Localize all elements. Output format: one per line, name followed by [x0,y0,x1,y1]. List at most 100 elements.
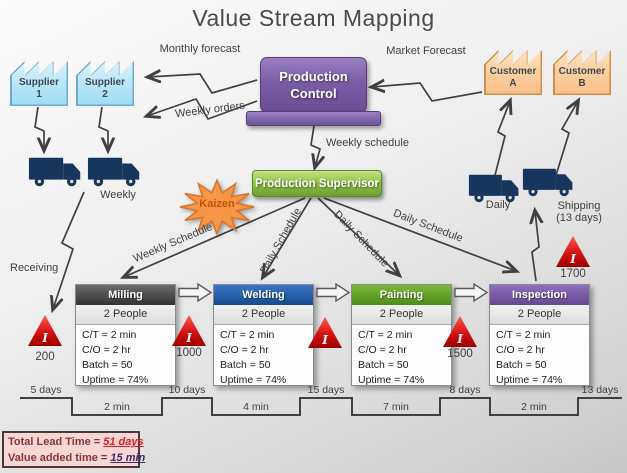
process-inspection-people: 2 People [490,305,589,325]
arrow-weekly-orders [147,97,258,121]
process-box-painting: Painting 2 People C/T = 2 min C/O = 2 hr… [351,284,452,386]
process-welding-people: 2 People [214,305,313,325]
production-control-line2: Control [290,86,337,101]
supplier-2-number: 2 [102,89,108,101]
shipping-label: Shipping (13 days) [548,200,610,224]
process-inspection-metrics: C/T = 2 min C/O = 2 hr Batch = 50 Uptime… [490,325,589,388]
total-lead-time-row: Total Lead Time = 51 days [8,434,144,450]
process-box-welding: Welding 2 People C/T = 2 min C/O = 2 hr … [213,284,314,386]
metric-ct: C/T = 2 min [82,329,137,341]
production-supervisor-box: Production Supervisor [252,170,382,197]
value-added-value: 15 min [110,452,146,464]
supplier-2-name: Supplier [84,77,125,89]
process-painting-metrics: C/T = 2 min C/O = 2 hr Batch = 50 Uptime… [352,325,451,388]
production-supervisor-label: Production Supervisor [255,177,379,190]
block-arrow-icon [178,282,213,303]
inventory-count-1: 200 [35,351,55,363]
supplier-2-label: Supplier 2 [76,77,134,101]
truck-icon [28,157,81,187]
arrow-supplier2-trucks [98,106,108,150]
timeline-days-1: 5 days [30,384,62,396]
timeline-days-4: 8 days [449,384,481,396]
metric-batch: Batch = 50 [220,359,271,371]
block-arrow-icon [316,282,351,303]
inventory-i: I [42,331,48,345]
supplier-1-name: Supplier [18,77,59,89]
customer-b-letter: B [578,78,586,90]
truck-icon [87,157,140,187]
timeline-days-2: 10 days [168,384,206,396]
process-milling-title: Milling [76,285,175,305]
arrow-market-forecast [372,83,483,102]
shipping-line1: Shipping [557,200,601,212]
kaizen-burst: Kaizen [179,178,255,236]
metric-ct: C/T = 2 min [358,329,413,341]
production-control-pedestal [246,111,381,126]
metric-uptime: Uptime = 74% [220,374,287,386]
truck-icon [522,168,573,197]
arrow-inspection-shipping [532,211,539,282]
metric-uptime: Uptime = 74% [496,374,563,386]
arrow-supervisor-painting [317,197,399,275]
timeline-min-3: 7 min [383,401,409,413]
lead-time-label: Total Lead Time = [8,436,104,448]
metric-uptime: Uptime = 74% [358,374,425,386]
process-box-inspection: Inspection 2 People C/T = 2 min C/O = 2 … [489,284,590,386]
customer-a-label: Customer A [484,66,542,90]
page-title: Value Stream Mapping [192,5,435,31]
process-box-milling: Milling 2 People C/T = 2 min C/O = 2 hr … [75,284,176,386]
shipping-line2: (13 days) [556,212,602,224]
timeline-min-1: 2 min [104,401,130,413]
metric-co: C/O = 2 hr [496,344,545,356]
weekly-label: Weekly [100,189,136,201]
arrow-ship-customer-a [491,101,510,188]
production-control-box: Production Control [260,57,367,113]
daily-label: Daily [485,199,511,211]
arrow-supplier1-trucks [34,106,44,150]
process-painting-title: Painting [352,285,451,305]
truck-icon [468,174,519,203]
market-forecast-label: Market Forecast [386,45,466,57]
arrow-monthly-forecast [148,74,258,94]
customer-a-name: Customer [489,66,537,78]
metric-uptime: Uptime = 74% [82,374,149,386]
inventory-count-5: 1700 [560,268,586,280]
arrow-weekly-schedule [310,125,320,167]
customer-a-letter: A [509,78,517,90]
process-welding-metrics: C/T = 2 min C/O = 2 hr Batch = 50 Uptime… [214,325,313,388]
block-arrow-icon [454,282,489,303]
timeline-min-2: 4 min [243,401,269,413]
metric-batch: Batch = 50 [358,359,409,371]
timeline-days-3: 15 days [307,384,345,396]
process-milling-people: 2 People [76,305,175,325]
arrow-trucks-receiving [53,191,85,309]
value-added-time-row: Value added time = 15 min [8,450,145,466]
customer-b-name: Customer [558,66,606,78]
weekly-schedule-label: Weekly schedule [326,137,409,149]
starburst-icon [179,178,255,236]
summary-box: Total Lead Time = 51 days Value added ti… [2,431,145,468]
timeline-days-5: 13 days [581,384,619,396]
metric-co: C/O = 2 hr [220,344,269,356]
value-added-label: Value added time = [8,452,111,464]
metric-co: C/O = 2 hr [358,344,407,356]
metric-co: C/O = 2 hr [82,344,131,356]
process-milling-metrics: C/T = 2 min C/O = 2 hr Batch = 50 Uptime… [76,325,175,388]
metric-ct: C/T = 2 min [220,329,275,341]
process-welding-title: Welding [214,285,313,305]
monthly-forecast-label: Monthly forecast [159,43,241,55]
inventory-i: I [186,331,192,345]
metric-batch: Batch = 50 [82,359,133,371]
supplier-1-number: 1 [36,89,42,101]
production-control-line1: Production [279,69,348,84]
arrow-supervisor-milling [124,197,306,277]
arrow-ship-customer-b [552,101,578,186]
metric-batch: Batch = 50 [496,359,547,371]
lead-time-value: 51 days [103,436,144,448]
metric-ct: C/T = 2 min [496,329,551,341]
timeline-line [20,397,622,416]
inventory-i: I [322,333,328,347]
kaizen-label: Kaizen [199,198,235,210]
